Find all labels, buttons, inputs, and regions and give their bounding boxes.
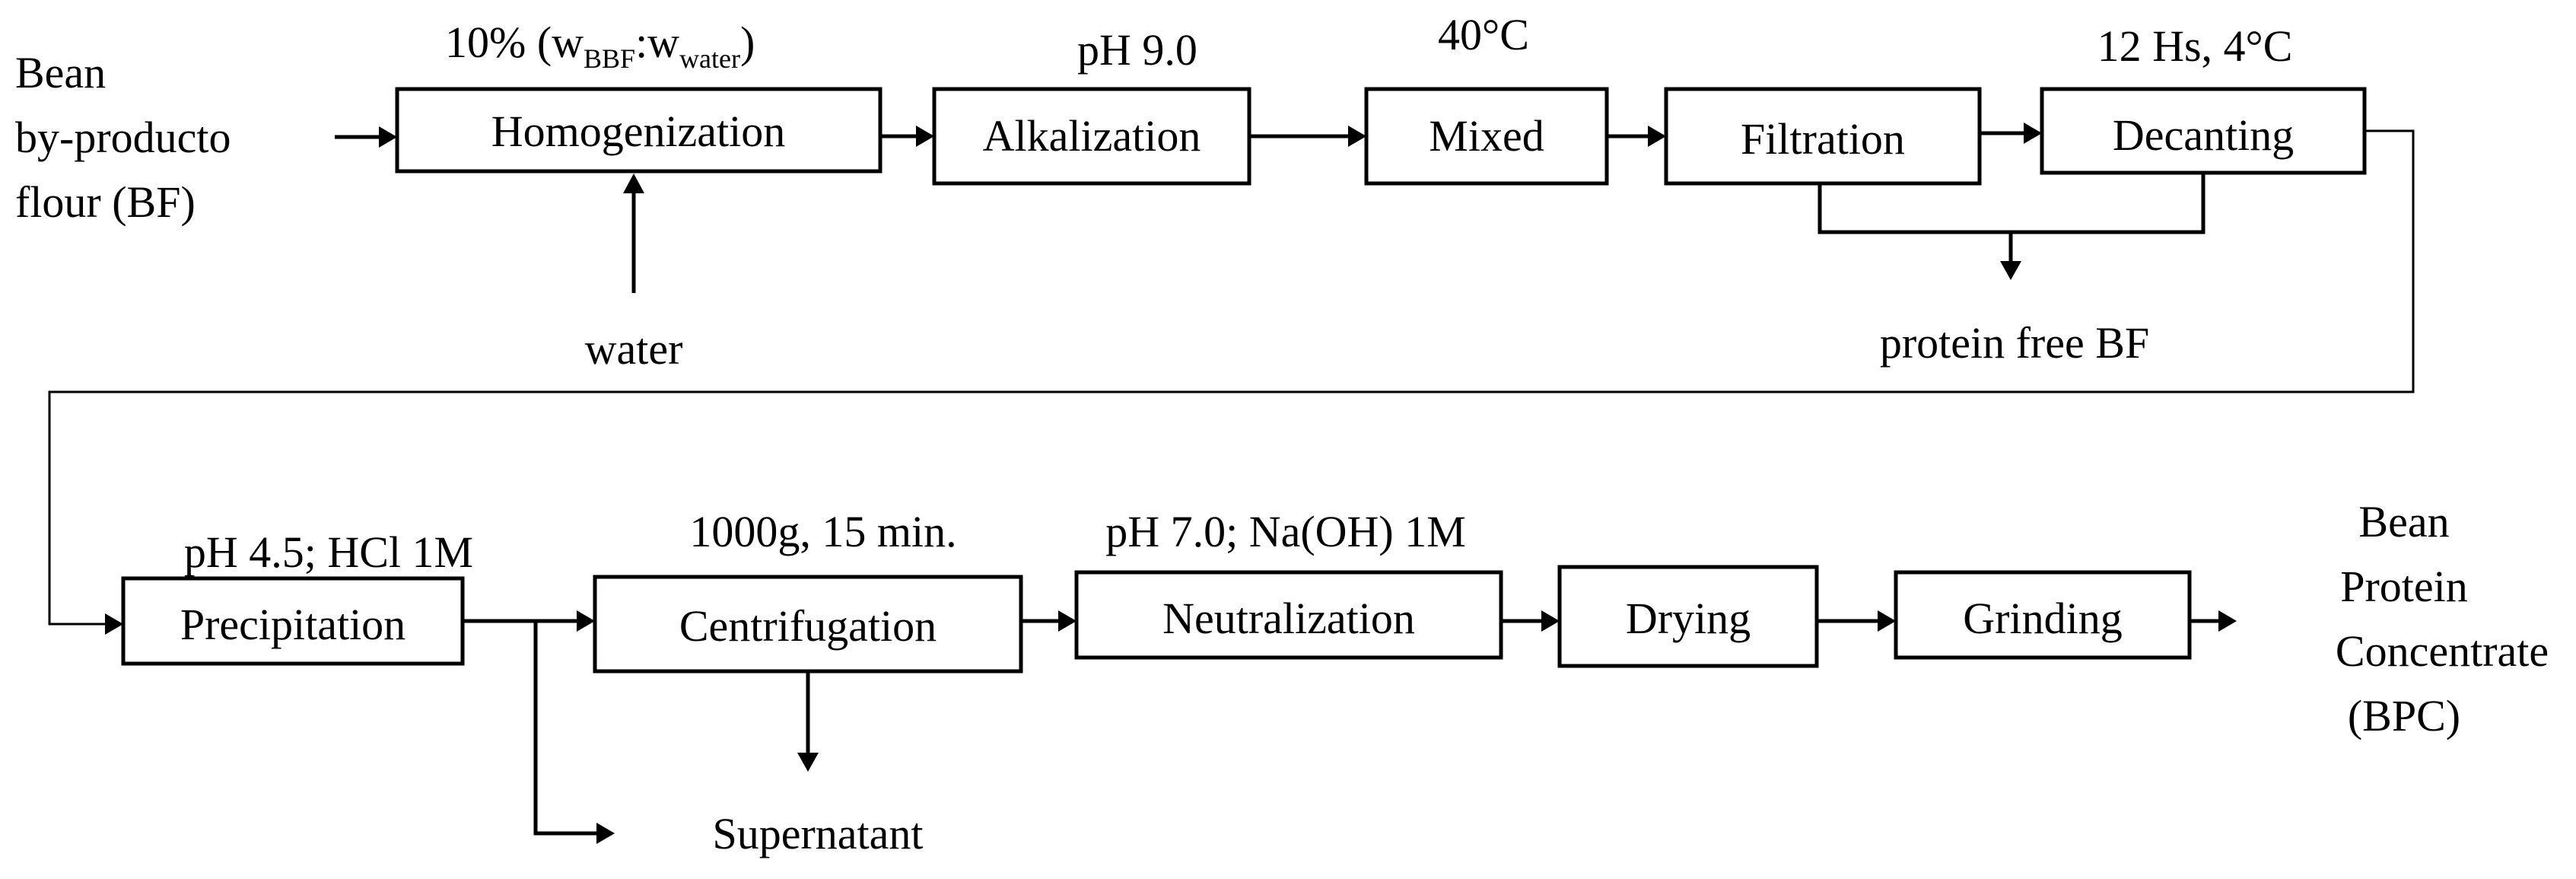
- arrowhead-centrifugation-neutralization: [1058, 610, 1077, 632]
- arrowhead-supernatant-precipitation: [596, 823, 615, 844]
- step-neutralization-label: Neutralization: [1162, 594, 1415, 643]
- step-mixed-label: Mixed: [1429, 111, 1544, 161]
- input-label-line3: flour (BF): [15, 177, 196, 227]
- arrowhead-filtration-decanting: [2024, 123, 2042, 144]
- output-label-line4: (BPC): [2348, 691, 2460, 740]
- arrowhead-centrifugation-supernatant: [797, 753, 819, 772]
- step-drying-box: [1557, 565, 1819, 668]
- side-output-supernatant: Supernatant: [712, 809, 923, 858]
- step-filtration-label: Filtration: [1741, 114, 1905, 164]
- step-centrifugation-box: [593, 575, 1023, 674]
- step-filtration-box: [1664, 87, 1982, 186]
- branch-supernatant-precipitation: [533, 621, 597, 836]
- condition-alkalization: pH 9.0: [1077, 25, 1197, 75]
- output-label-line3: Concentrate: [2336, 626, 2549, 676]
- step-centrifugation-label: Centrifugation: [679, 601, 937, 651]
- arrowhead-input-homogenization: [379, 126, 397, 148]
- input-label-line1: Bean: [15, 48, 106, 97]
- condition-neutralization: pH 7.0; Na(OH) 1M: [1105, 507, 1466, 556]
- step-alkalization-box: [932, 87, 1251, 186]
- condition-centrifugation: 1000g, 15 min.: [689, 507, 956, 556]
- step-homogenization-label: Homogenization: [491, 107, 786, 156]
- arrowhead-neutralization-drying: [1541, 610, 1560, 632]
- condition-homogenization: 10% (wBBF:wwater): [445, 18, 755, 74]
- condition-decanting: 12 Hs, 4°C: [2097, 21, 2293, 71]
- step-neutralization-box: [1074, 570, 1503, 660]
- step-homogenization-box: [395, 87, 883, 174]
- side-output-protein-free: protein free BF: [1880, 318, 2149, 368]
- input-label-line2: by-producto: [15, 113, 231, 162]
- condition-mixed: 40°C: [1438, 10, 1529, 59]
- output-label-line2: Protein: [2340, 562, 2468, 611]
- arrowhead-drying-grinding: [1878, 610, 1896, 632]
- arrowhead-grinding-output: [2218, 610, 2237, 632]
- step-precipitation-box: [121, 576, 465, 666]
- arrowhead-precipitation-centrifugation: [577, 610, 595, 632]
- step-drying-label: Drying: [1626, 594, 1751, 643]
- connector-row1-row2: [48, 129, 2415, 626]
- output-label-line1: Bean: [2358, 497, 2449, 546]
- side-input-water: water: [585, 324, 683, 374]
- arrowhead-alkalization-mixed: [1348, 126, 1366, 147]
- step-grinding-label: Grinding: [1963, 594, 2122, 643]
- arrowhead-protein-free: [2000, 261, 2021, 280]
- condition-precipitation: pH 4.5; HCl 1M: [184, 527, 473, 577]
- step-alkalization-label: Alkalization: [983, 111, 1201, 161]
- arrowhead-to-precipitation: [105, 613, 123, 635]
- step-decanting-label: Decanting: [2113, 110, 2294, 160]
- step-precipitation-label: Precipitation: [180, 600, 405, 649]
- step-mixed-box: [1364, 87, 1609, 186]
- step-grinding-box: [1894, 570, 2192, 660]
- arrowhead-homogenization-alkalization: [916, 126, 934, 147]
- arrowhead-water-homogenization: [623, 174, 644, 193]
- arrowhead-mixed-filtration: [1648, 126, 1666, 147]
